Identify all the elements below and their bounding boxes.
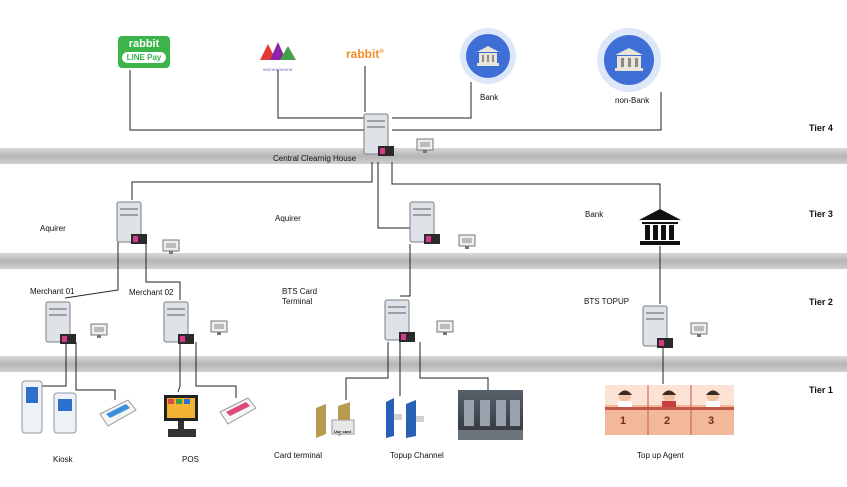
acquirer-left-label: Aquirer [40,224,66,233]
topup-platform-image [458,390,523,440]
wallet-logo-text: WWWWWWW [263,67,293,72]
link-merchant02 [145,240,181,300]
link-acq-left [131,162,373,200]
merchant02-server [162,300,194,344]
tier3-label: Tier 3 [809,209,833,219]
kiosk-label: Kiosk [53,455,73,464]
bank-mid-label: Bank [585,210,604,219]
card-terminal-label: Card terminal [274,451,323,460]
acquirer-mid-label: Aquirer [275,214,301,223]
link-nonbank [392,92,662,131]
topup-gates-image [382,396,432,445]
link-acq-mid [377,162,410,229]
bts-card-terminal-server [383,298,415,342]
tier3-band [0,253,847,269]
link-bank-mid [391,162,661,210]
agent-window-2: 2 [664,415,671,427]
topup-channel-label: Topup Channel [390,451,444,460]
bts-topup-monitor [690,322,708,338]
rabbit-line-pay-line1: rabbit [128,38,160,50]
rabbit-line-pay-logo: rabbit LINE Pay [118,36,170,68]
agent-window-3: 3 [708,415,715,427]
link-linepay [129,70,365,131]
use-card-text: Use card [334,429,351,434]
topup-agent-label: Top up Agent [637,451,684,460]
wallet-logo: WWWWWWW [256,40,300,72]
bank-top-label: Bank [480,93,499,102]
rabbit-logo: rabbit® [346,47,384,61]
link-card-terminal [345,342,389,400]
bank-badge-top [460,28,516,84]
merchant01-label: Merchant 01 [30,287,75,296]
merchant01-monitor [90,323,108,339]
clearing-house-monitor [416,138,434,154]
clearing-house-server [362,112,394,156]
wallet-logo-mark [260,42,296,60]
bts-card-terminal-label: BTS Card Terminal [282,287,318,306]
tier1-label: Tier 1 [809,385,833,395]
link-bank-top [392,82,472,119]
merchant02-label: Merchant 02 [129,288,174,297]
merchant01-server [44,300,76,344]
pos-label: POS [182,455,199,464]
tier2-band [0,356,847,372]
link-merchant01 [64,240,119,299]
non-bank-label: non-Bank [615,96,650,105]
acquirer-mid-monitor [458,234,476,250]
acquirer-left-monitor [162,239,180,255]
pos-payment-terminal [218,396,258,431]
agent-window-1: 1 [620,415,627,427]
non-bank-building-icon [615,48,643,71]
topup-agent-image: 1 2 3 [605,385,734,435]
rabbit-logo-text: rabbit [346,47,380,61]
link-pos [177,342,181,393]
tier4-band [0,148,847,164]
link-platform [419,342,489,390]
link-wallet [277,70,365,119]
acquirer-left-server [115,200,147,244]
link-pos-pay [195,342,237,398]
bts-card-terminal-monitor [436,320,454,336]
kiosk-image [18,377,80,442]
card-terminal-image: Use card [310,400,372,445]
bts-topup-label: BTS TOPUP [584,297,630,306]
kiosk-payment-terminal [98,398,138,433]
tier2-label: Tier 2 [809,297,833,307]
bank-mid-icon [638,208,682,251]
bts-topup-server [641,304,673,348]
pos-image [160,393,204,444]
merchant02-monitor [210,320,228,336]
clearing-house-label: Central Clearnig House [273,154,357,163]
link-bts-terminal [400,244,411,297]
tier4-label: Tier 4 [809,123,833,133]
non-bank-badge [597,28,661,92]
acquirer-mid-server [408,200,440,244]
bank-building-icon [477,46,499,66]
link-kiosk-pay [75,342,116,400]
rabbit-line-pay-line2: LINE Pay [122,52,166,63]
